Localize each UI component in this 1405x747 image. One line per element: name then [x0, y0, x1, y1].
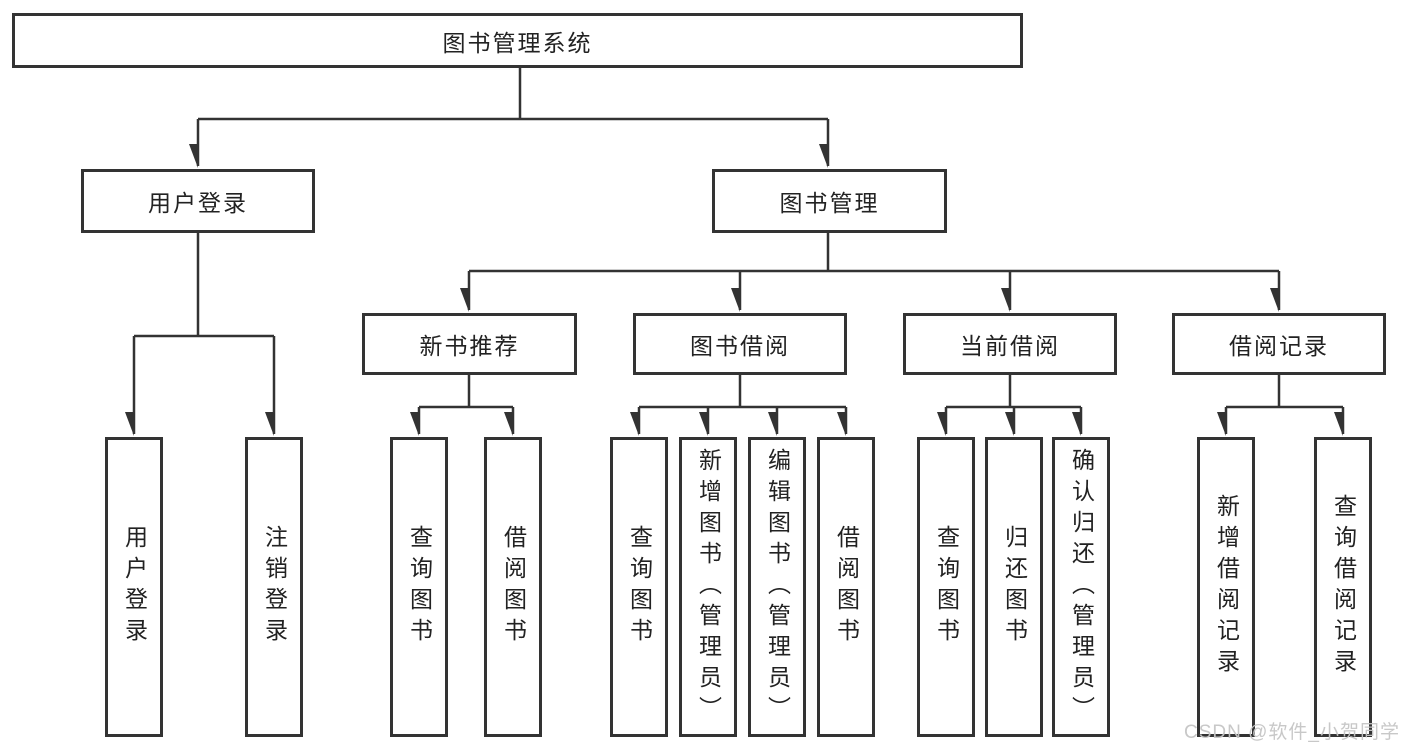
node-borrow-records: 借阅记录	[1172, 313, 1386, 375]
leaf-query-books-recommend-label: 查询图书	[406, 525, 433, 649]
leaf-confirm-return-admin: 确认归还（管理员）	[1052, 437, 1110, 737]
leaf-borrow-books-label: 借阅图书	[833, 525, 860, 649]
leaf-confirm-return-admin-label: 确认归还（管理员）	[1068, 447, 1095, 727]
leaf-query-books-borrow: 查询图书	[610, 437, 668, 737]
node-root: 图书管理系统	[12, 13, 1023, 68]
leaf-edit-book-admin: 编辑图书（管理员）	[748, 437, 806, 737]
leaf-query-books-borrow-label: 查询图书	[626, 525, 653, 649]
leaf-borrow-books-recommend: 借阅图书	[484, 437, 542, 737]
leaf-edit-book-admin-label: 编辑图书（管理员）	[764, 447, 791, 727]
node-current-borrow: 当前借阅	[903, 313, 1117, 375]
leaf-add-book-admin-label: 新增图书（管理员）	[695, 447, 722, 727]
leaf-query-books-current: 查询图书	[917, 437, 975, 737]
leaf-return-books: 归还图书	[985, 437, 1043, 737]
node-book-borrow: 图书借阅	[633, 313, 847, 375]
leaf-query-books-recommend: 查询图书	[390, 437, 448, 737]
leaf-add-borrow-record-label: 新增借阅记录	[1213, 494, 1240, 680]
leaf-borrow-books: 借阅图书	[817, 437, 875, 737]
leaf-user-login-label: 用户登录	[121, 525, 148, 649]
leaf-query-borrow-record: 查询借阅记录	[1314, 437, 1372, 737]
leaf-add-book-admin: 新增图书（管理员）	[679, 437, 737, 737]
node-book-management: 图书管理	[712, 169, 947, 233]
leaf-query-borrow-record-label: 查询借阅记录	[1330, 494, 1357, 680]
watermark: CSDN @软件_小贺同学	[1184, 722, 1400, 743]
leaf-logout: 注销登录	[245, 437, 303, 737]
leaf-add-borrow-record: 新增借阅记录	[1197, 437, 1255, 737]
leaf-logout-label: 注销登录	[261, 525, 288, 649]
leaf-user-login: 用户登录	[105, 437, 163, 737]
leaf-query-books-current-label: 查询图书	[933, 525, 960, 649]
leaf-borrow-books-recommend-label: 借阅图书	[500, 525, 527, 649]
leaf-return-books-label: 归还图书	[1001, 525, 1028, 649]
node-new-book-recommend: 新书推荐	[362, 313, 577, 375]
node-user-login: 用户登录	[81, 169, 315, 233]
